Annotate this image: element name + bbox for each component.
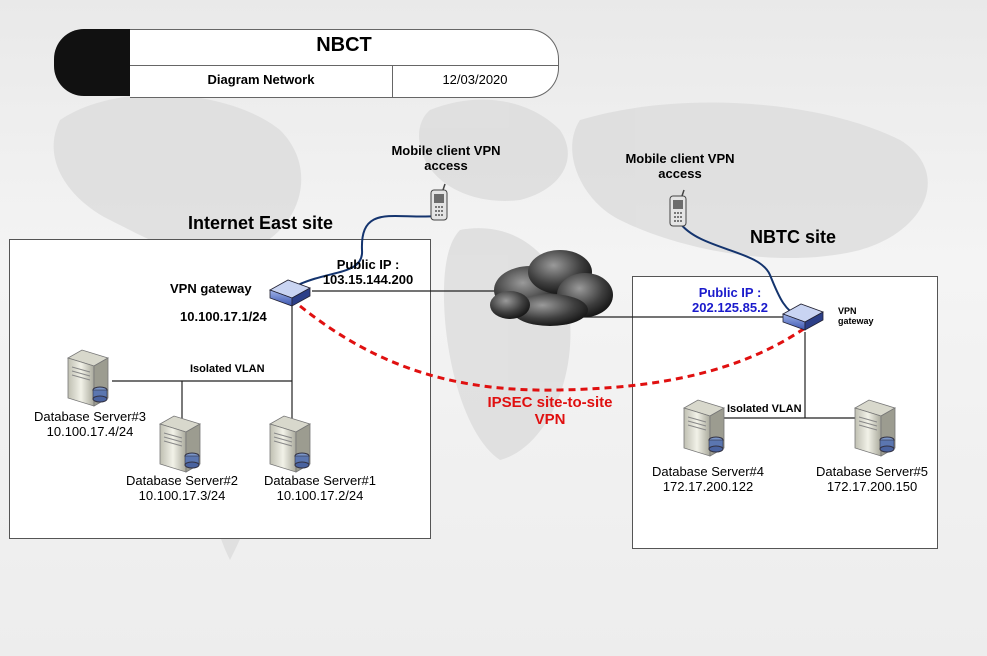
east-server-db1: Database Server#1 10.100.17.2/24 — [250, 473, 390, 503]
header-dark-tab — [54, 29, 130, 96]
east-vpn-gateway-label: VPN gateway — [170, 281, 252, 296]
nbtc-vpn-gateway-label: VPN gateway — [838, 306, 874, 326]
server-ip: 10.100.17.3/24 — [138, 488, 226, 503]
server-ip: 10.100.17.2/24 — [276, 488, 364, 503]
server-ip: 10.100.17.4/24 — [46, 424, 134, 439]
east-vpn-gateway-router-icon — [269, 279, 311, 307]
ipsec-tunnel-label: IPSEC site-to-site VPN — [487, 394, 613, 428]
east-server-db2: Database Server#2 10.100.17.3/24 — [108, 473, 256, 503]
server-icon-db2 — [159, 415, 201, 473]
header-divider — [130, 65, 558, 66]
server-name: Database Server#4 — [651, 464, 764, 479]
page-title: NBCT — [316, 34, 372, 56]
server-name: Database Server#2 — [125, 473, 238, 488]
nbtc-mobile-client-label: Mobile client VPN access — [625, 151, 735, 181]
nbtc-public-ip: Public IP : 202.125.85.2 — [692, 285, 768, 315]
east-mobile-phone-icon — [430, 183, 448, 221]
internet-cloud-icon — [490, 250, 613, 326]
server-icon-db5 — [854, 399, 896, 457]
page-subtitle: Diagram Network — [207, 72, 315, 87]
header-box: NBCT Diagram Network 12/03/2020 — [54, 29, 561, 98]
header-panel: NBCT Diagram Network 12/03/2020 — [130, 29, 559, 98]
server-icon-db3 — [67, 349, 109, 407]
server-ip: 172.17.200.122 — [662, 479, 754, 494]
east-public-ip: Public IP : 103.15.144.200 — [322, 257, 414, 287]
east-mobile-client-label: Mobile client VPN access — [391, 143, 501, 173]
server-name: Database Server#3 — [33, 409, 146, 424]
nbtc-mobile-phone-icon — [669, 189, 687, 227]
east-server-db3: Database Server#3 10.100.17.4/24 — [20, 409, 160, 439]
nbtc-server-db4: Database Server#4 172.17.200.122 — [636, 464, 780, 494]
nbtc-vlan-label: Isolated VLAN — [727, 403, 802, 415]
ipsec-tunnel — [299, 304, 806, 392]
server-name: Database Server#5 — [815, 464, 928, 479]
page-date: 12/03/2020 — [442, 72, 508, 87]
server-icon-db4 — [683, 399, 725, 457]
nbtc-mobile-link — [679, 222, 801, 319]
nbtc-site-title: NBTC site — [750, 227, 837, 247]
server-name: Database Server#1 — [263, 473, 376, 488]
header-column-divider — [392, 65, 393, 97]
east-site-title: Internet East site — [188, 213, 334, 233]
east-mobile-link — [297, 214, 446, 286]
east-vlan-label: Isolated VLAN — [190, 363, 265, 375]
server-ip: 172.17.200.150 — [826, 479, 918, 494]
east-gateway-ip: 10.100.17.1/24 — [180, 309, 267, 324]
server-icon-db1 — [269, 415, 311, 473]
nbtc-server-db5: Database Server#5 172.17.200.150 — [808, 464, 936, 494]
